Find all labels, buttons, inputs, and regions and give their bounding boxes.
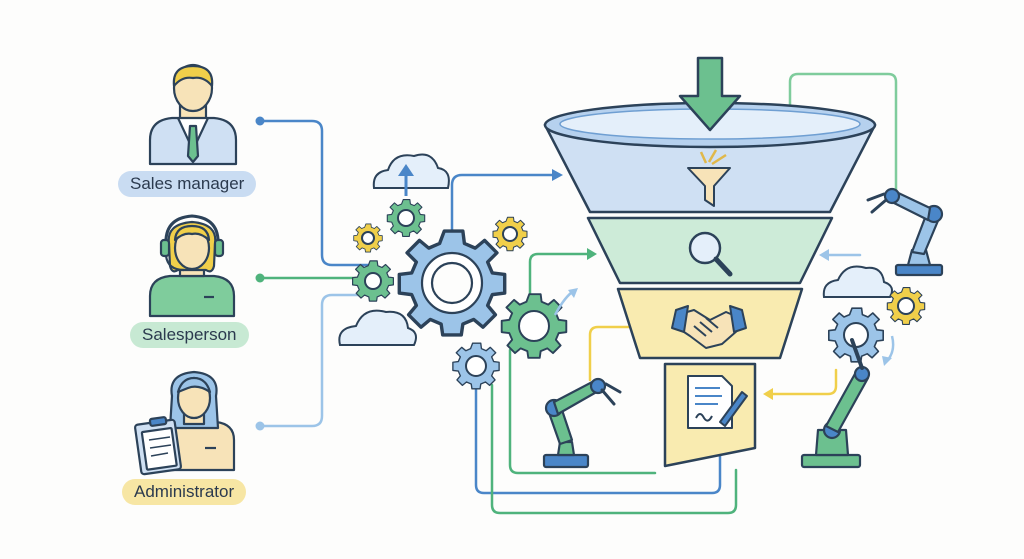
arrow-down-icon [678,56,742,132]
robot-arm-icon [800,338,871,469]
person-tie-icon [148,63,238,166]
gear-icon [397,229,507,337]
cloud-icon [372,153,450,189]
magnifier-icon [688,231,733,277]
gear-icon [452,342,500,390]
gear-icon [886,287,926,325]
cloud-icon [822,265,893,298]
gear-icon [353,223,383,253]
connector-administrator [258,293,364,428]
role-label-salesperson: Salesperson [130,322,249,348]
clipboard-person-icon [134,370,236,476]
contract-signature-icon [687,375,748,429]
gear-icon [500,293,568,359]
robot-arm-icon [866,187,944,277]
funnel-icon [687,149,731,207]
handshake-icon [671,305,747,349]
connector-lines [255,72,898,515]
headset-person-icon [148,214,236,318]
rotate-arrow-icon [553,288,895,366]
role-label-sales-manager: Sales manager [118,171,257,197]
arrow-up-icon [398,164,414,196]
gear-icon [386,199,426,237]
cloud-icon [338,309,417,346]
robot-arm-icon [542,377,622,469]
connector-sales-manager [258,119,374,267]
role-label-administrator: Administrator [122,479,247,505]
gear-icon [492,216,528,252]
gear-icon [352,260,394,302]
